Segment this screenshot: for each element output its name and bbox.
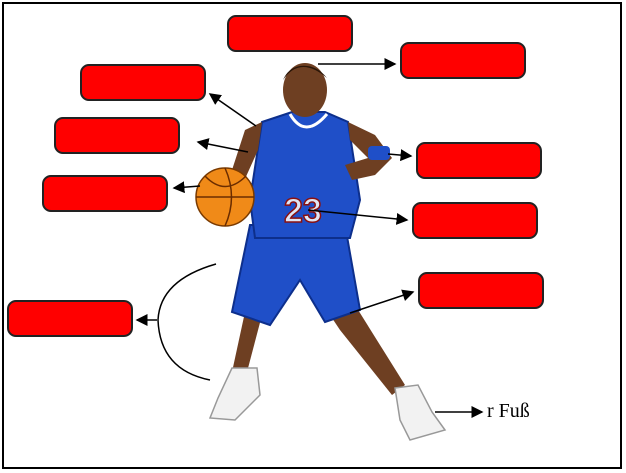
left-leg (232, 312, 262, 372)
label-box-shoulder[interactable] (80, 64, 206, 101)
head (283, 63, 327, 117)
label-box-arm[interactable] (54, 117, 180, 154)
label-box-knee[interactable] (418, 272, 544, 309)
label-box-chest[interactable] (412, 202, 538, 239)
shorts (230, 224, 362, 327)
left-shoe (208, 367, 261, 421)
basketball-seam (196, 167, 254, 227)
jersey-neckline (288, 113, 329, 129)
label-foot: r Fuß (487, 400, 530, 422)
leg-bracket (157, 263, 217, 381)
arrow-arm (196, 138, 249, 153)
worksheet-frame (2, 2, 622, 469)
wristband (368, 146, 390, 160)
label-box-face[interactable] (400, 42, 526, 79)
label-box-hand[interactable] (42, 175, 168, 212)
arrow-shoulder (208, 93, 257, 127)
arrow-knee (349, 289, 415, 314)
label-box-leg[interactable] (7, 300, 133, 337)
label-box-head[interactable] (227, 15, 353, 52)
label-box-wrist[interactable] (416, 142, 542, 179)
arrow-chest (307, 209, 409, 225)
right-leg (320, 300, 405, 395)
right-shoe (394, 384, 447, 441)
arrow-wrist (387, 149, 413, 162)
arrow-hand (172, 181, 201, 194)
hair (283, 65, 327, 80)
